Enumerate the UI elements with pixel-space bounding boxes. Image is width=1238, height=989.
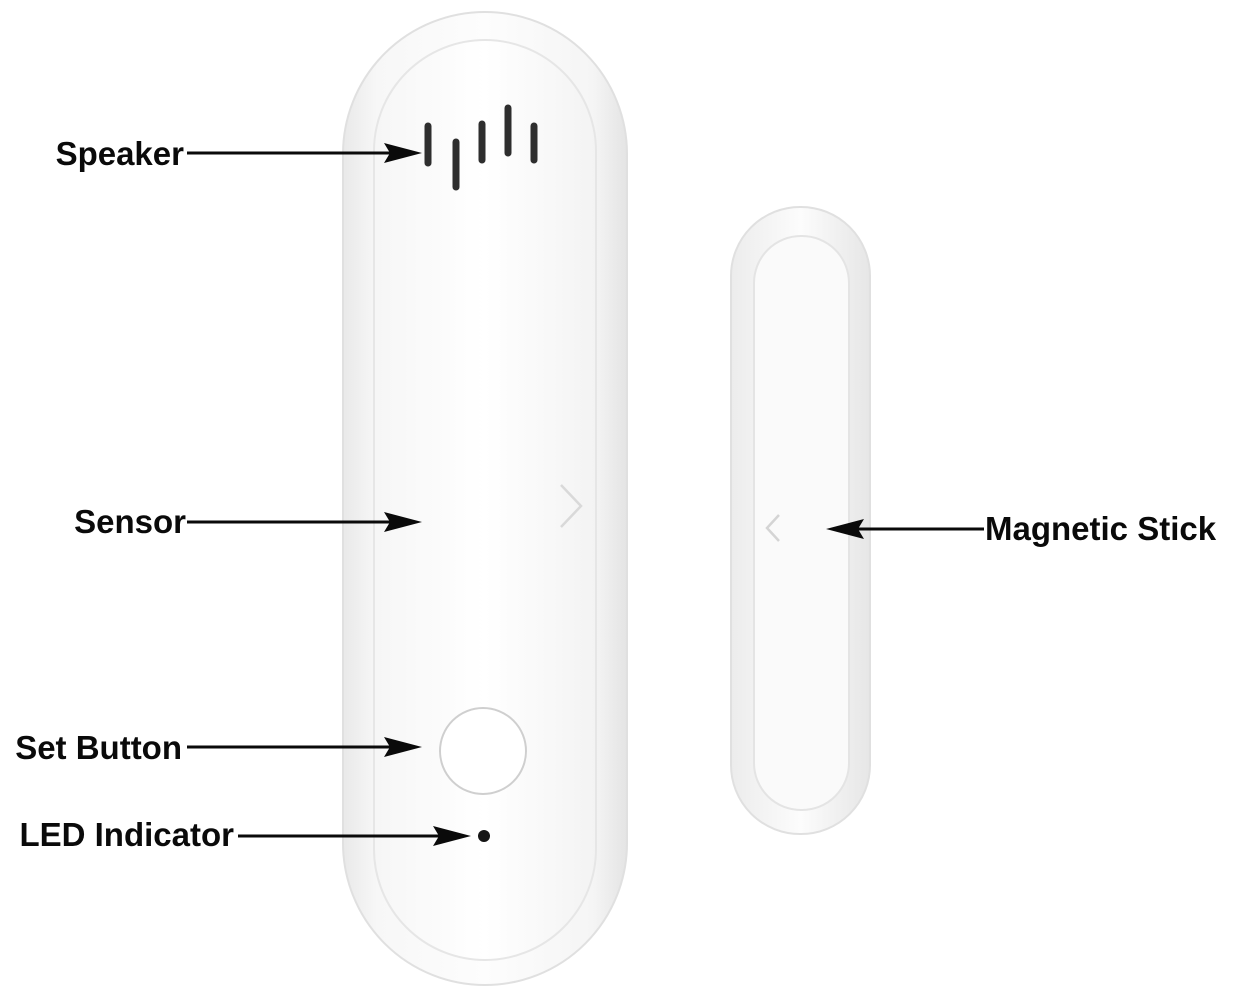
led-indicator-arrow bbox=[238, 826, 471, 846]
set-button-arrow bbox=[187, 737, 422, 757]
set-button[interactable] bbox=[439, 707, 527, 795]
speaker-arrow bbox=[187, 143, 422, 163]
led-indicator-label: LED Indicator bbox=[19, 816, 234, 853]
alignment-chevron-right-icon bbox=[560, 484, 583, 528]
sensor-unit bbox=[342, 11, 628, 986]
set-button-label: Set Button bbox=[15, 729, 182, 766]
sensor-arrow bbox=[187, 512, 422, 532]
speaker-label: Speaker bbox=[55, 135, 184, 172]
alignment-chevron-left-icon bbox=[765, 514, 780, 542]
magnetic-stick-unit bbox=[730, 206, 871, 835]
magnetic-stick-label: Magnetic Stick bbox=[985, 510, 1217, 547]
sensor-label: Sensor bbox=[74, 503, 186, 540]
sensor-body-face bbox=[373, 39, 597, 961]
magnetic-stick-arrow bbox=[826, 519, 984, 539]
callout-arrows bbox=[187, 143, 984, 846]
magnet-body-face bbox=[753, 235, 850, 811]
led-indicator bbox=[478, 830, 490, 842]
speaker-grille-icon bbox=[424, 104, 538, 191]
